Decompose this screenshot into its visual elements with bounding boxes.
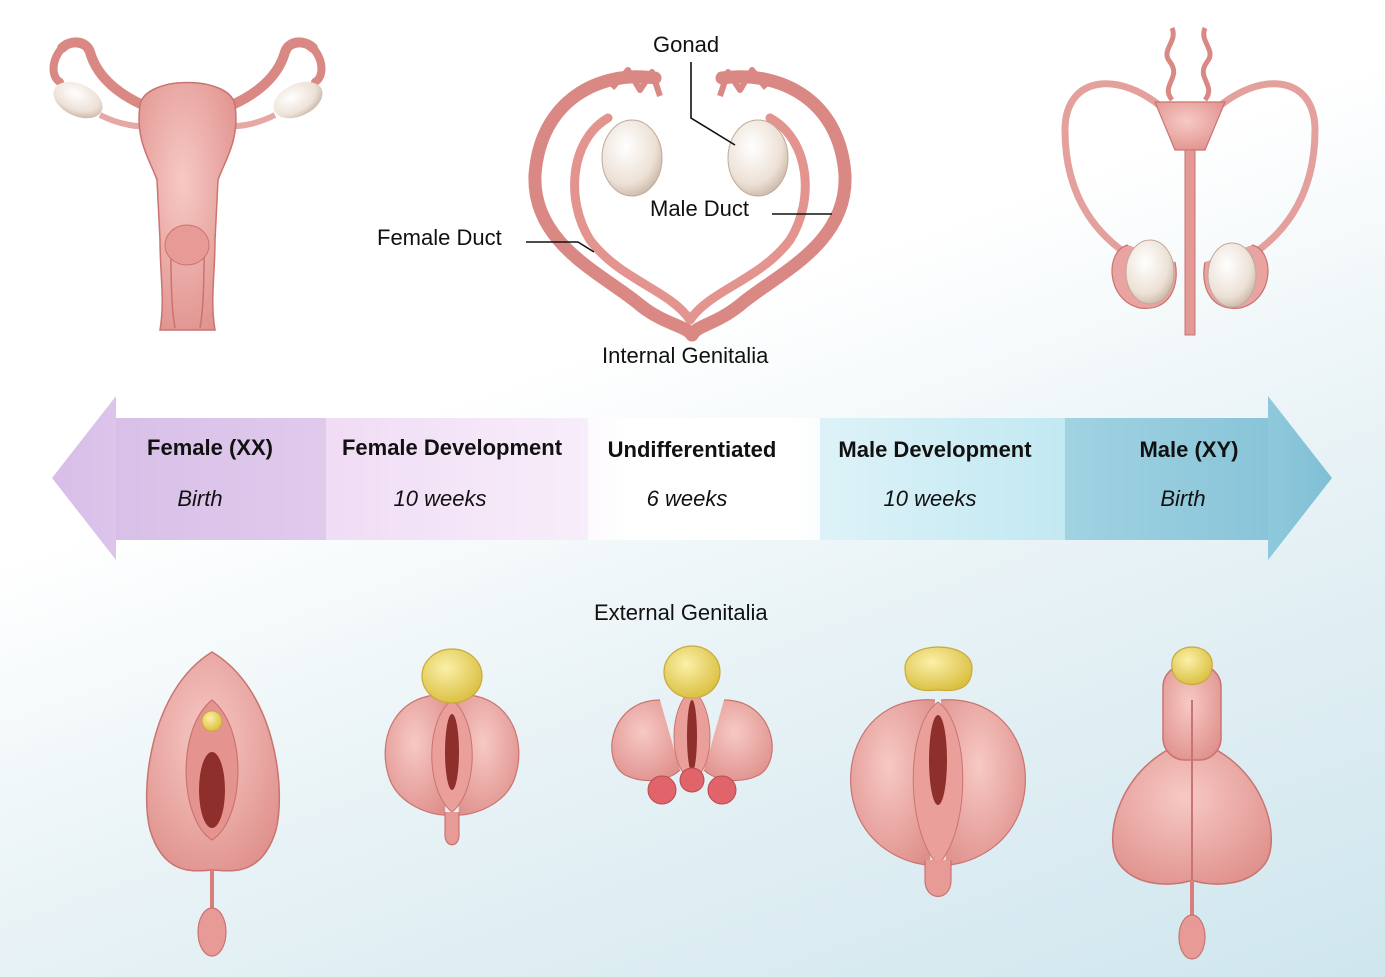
- right-vas-deferens: [1215, 84, 1315, 262]
- undifferentiated-external-illustration: [612, 646, 772, 804]
- genital-tubercle: [422, 649, 482, 703]
- stage-title-female-development: Female Development: [322, 435, 582, 461]
- left-vas-deferens: [1065, 84, 1165, 262]
- stage-time-female: Birth: [110, 486, 290, 512]
- glans: [1172, 647, 1212, 685]
- glans-developing: [905, 647, 972, 691]
- male-external-illustration: [1113, 647, 1272, 959]
- stage-time-male: Birth: [1093, 486, 1273, 512]
- stage-time-male-development: 10 weeks: [840, 486, 1020, 512]
- stage-title-male: Male (XY): [1099, 437, 1279, 463]
- female-duct-label: Female Duct: [377, 225, 502, 251]
- stage-title-undifferentiated: Undifferentiated: [582, 437, 802, 463]
- stage-title-female: Female (XX): [110, 435, 310, 461]
- stage-time-female-development: 10 weeks: [340, 486, 540, 512]
- genital-tubercle-undiff: [664, 646, 720, 698]
- left-gonad: [602, 120, 662, 196]
- female-development-external-illustration: [385, 649, 519, 845]
- gonad-label: Gonad: [653, 32, 719, 58]
- male-duct-label: Male Duct: [650, 196, 749, 222]
- male-internal-illustration: [1065, 28, 1315, 335]
- uterus: [139, 83, 236, 331]
- stage-time-undifferentiated: 6 weeks: [597, 486, 777, 512]
- stage-title-male-development: Male Development: [820, 437, 1050, 463]
- vaginal-opening: [199, 752, 225, 828]
- internal-genitalia-heading: Internal Genitalia: [602, 343, 768, 369]
- clitoris: [202, 711, 222, 731]
- timeline-arrow: [52, 396, 1332, 560]
- right-testis: [1208, 243, 1256, 307]
- male-development-external-illustration: [851, 647, 1026, 897]
- external-genitalia-heading: External Genitalia: [594, 600, 768, 626]
- female-external-illustration: [147, 652, 280, 956]
- anus: [198, 908, 226, 956]
- left-testis: [1126, 240, 1174, 304]
- female-internal-illustration: [48, 42, 329, 330]
- right-gonad: [728, 120, 788, 196]
- urogenital-slit: [445, 714, 459, 790]
